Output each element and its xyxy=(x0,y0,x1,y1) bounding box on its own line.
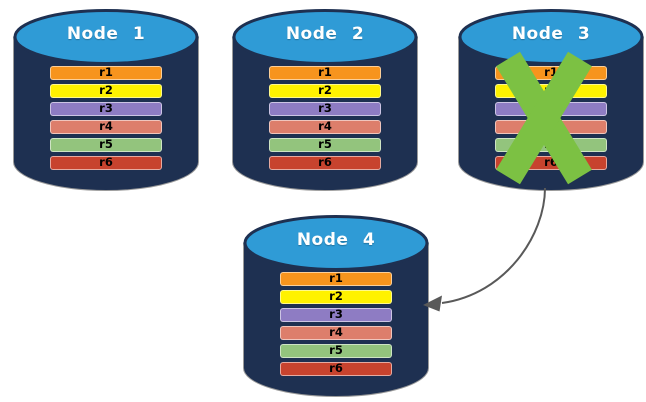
record-bar-r2: r2 xyxy=(280,290,392,304)
record-list: r1 r2 r3 r4 r5 r6 xyxy=(50,66,162,170)
failover-arrow-curve xyxy=(441,187,546,304)
record-bar-r3: r3 xyxy=(269,102,381,116)
record-bar-r4: r4 xyxy=(269,120,381,134)
record-bar-r3: r3 xyxy=(50,102,162,116)
record-list: r1 r2 r3 r4 r5 r6 xyxy=(269,66,381,170)
node-node-1: Node 1 r1 r2 r3 r4 r5 r6 xyxy=(12,8,200,192)
node-node-4: Node 4 r1 r2 r3 r4 r5 r6 xyxy=(242,214,430,398)
record-list: r1 r2 r3 r4 r5 r6 xyxy=(280,272,392,376)
node-node-2: Node 2 r1 r2 r3 r4 r5 r6 xyxy=(231,8,419,192)
record-bar-r6: r6 xyxy=(50,156,162,170)
record-bar-r1: r1 xyxy=(50,66,162,80)
node-label: Node 4 xyxy=(296,230,376,250)
node-label: Node 1 xyxy=(66,24,146,44)
record-bar-r4: r4 xyxy=(50,120,162,134)
failure-x-icon xyxy=(496,51,592,185)
record-bar-r2: r2 xyxy=(269,84,381,98)
record-bar-r1: r1 xyxy=(269,66,381,80)
record-bar-r1: r1 xyxy=(280,272,392,286)
record-bar-r5: r5 xyxy=(50,138,162,152)
record-bar-r3: r3 xyxy=(280,308,392,322)
record-bar-r6: r6 xyxy=(269,156,381,170)
record-bar-r5: r5 xyxy=(269,138,381,152)
node-label: Node 3 xyxy=(511,24,591,44)
record-bar-r4: r4 xyxy=(280,326,392,340)
record-bar-r2: r2 xyxy=(50,84,162,98)
record-bar-r5: r5 xyxy=(280,344,392,358)
node-label: Node 2 xyxy=(285,24,365,44)
record-bar-r6: r6 xyxy=(280,362,392,376)
